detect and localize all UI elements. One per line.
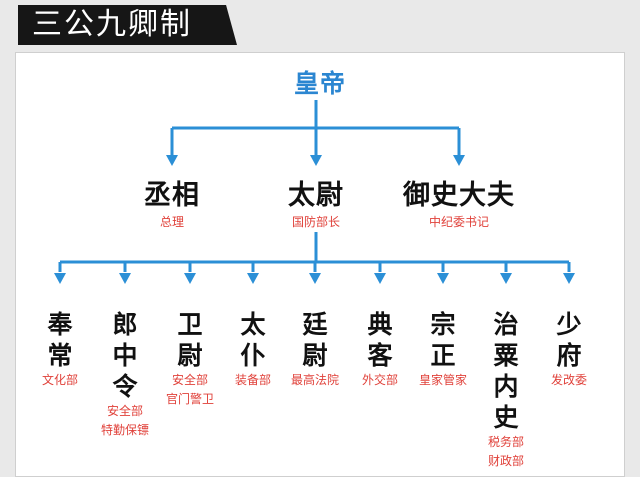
jiuqing-node: 少府发改委 [535,309,603,390]
jiuqing-modern-label: 财政部 [487,454,524,468]
jiuqing-node: 宗正皇家管家 [409,309,477,390]
jiuqing-arrow-icon [119,273,131,284]
jiuqing-title-char: 常 [47,341,73,370]
sangong-modern-label: 总理 [159,215,184,229]
jiuqing-title-char: 粟 [493,341,519,370]
sangong-modern-label: 中纪委书记 [428,215,489,229]
jiuqing-arrow-icon [500,273,512,284]
jiuqing-title-char: 尉 [302,341,328,370]
jiuqing-title-char: 典 [367,310,393,339]
jiuqing-title: 治粟内史 [472,309,540,433]
jiuqing-node: 卫尉安全部官门警卫 [156,309,224,409]
jiuqing-title-char: 令 [112,372,138,401]
jiuqing-title-char: 廷 [302,310,328,339]
jiuqing-title-char: 治 [493,310,519,339]
jiuqing-modern-label: 安全部 [106,404,143,418]
jiuqing-title-char: 奉 [47,310,73,339]
jiuqing-arrow-icon [437,273,449,284]
jiuqing-modern-label: 外交部 [361,373,398,387]
jiuqing-modern-label: 税务部 [487,435,524,449]
jiuqing-title-char: 尉 [177,341,203,370]
jiuqing-title: 卫尉 [156,309,224,371]
jiuqing-title-char: 中 [112,341,138,370]
sangong-arrow-icon [453,155,465,166]
diagram-card [15,52,625,477]
jiuqing-arrow-icon [374,273,386,284]
jiuqing-modern-label: 最高法院 [290,373,339,387]
jiuqing-title-char: 仆 [240,341,266,370]
sangong-node: 御史大夫中纪委书记 [379,173,539,230]
sangong-title: 御史大夫 [403,180,515,211]
sangong-modern-label: 国防部长 [291,215,340,229]
jiuqing-title: 太仆 [219,309,287,371]
jiuqing-title-char: 客 [367,341,393,370]
jiuqing-title: 郎中令 [91,309,159,402]
jiuqing-title: 典客 [346,309,414,371]
jiuqing-modern-label: 发改委 [550,373,587,387]
jiuqing-title-char: 太 [240,310,266,339]
jiuqing-node: 治粟内史税务部财政部 [472,309,540,471]
jiuqing-modern-label: 官门警卫 [165,392,214,406]
sangong-node: 太尉国防部长 [236,173,396,230]
sangong-arrow-icon [310,155,322,166]
sangong-title: 太尉 [288,180,344,211]
jiuqing-node: 郎中令安全部特勤保镖 [91,309,159,440]
sangong-node: 丞相总理 [92,173,252,230]
jiuqing-title-char: 正 [430,341,456,370]
jiuqing-node: 典客外交部 [346,309,414,390]
sangong-title: 丞相 [144,180,200,211]
jiuqing-arrow-icon [563,273,575,284]
chart-title: 三公九卿制 [32,7,192,42]
jiuqing-modern-label: 安全部 [171,373,208,387]
jiuqing-title-char: 郎 [112,310,138,339]
jiuqing-modern-label: 文化部 [41,373,78,387]
title-banner: 三公九卿制 [18,5,237,45]
jiuqing-modern-label: 特勤保镖 [100,423,149,437]
jiuqing-title-char: 史 [493,403,519,432]
jiuqing-arrow-icon [54,273,66,284]
jiuqing-title: 奉常 [26,309,94,371]
sangong-arrow-icon [166,155,178,166]
jiuqing-title-char: 府 [556,341,582,370]
emperor-node: 皇帝 [293,69,346,98]
jiuqing-title-char: 内 [493,372,519,401]
jiuqing-arrow-icon [247,273,259,284]
jiuqing-title-char: 宗 [430,310,456,339]
jiuqing-arrow-icon [184,273,196,284]
jiuqing-title-char: 少 [556,310,582,339]
jiuqing-node: 奉常文化部 [26,309,94,390]
jiuqing-title: 宗正 [409,309,477,371]
jiuqing-modern-label: 装备部 [234,373,271,387]
jiuqing-modern-label: 皇家管家 [418,373,467,387]
jiuqing-node: 太仆装备部 [219,309,287,390]
jiuqing-node: 廷尉最高法院 [281,309,349,390]
jiuqing-title: 廷尉 [281,309,349,371]
jiuqing-arrow-icon [309,273,321,284]
jiuqing-title-char: 卫 [177,310,203,339]
jiuqing-title: 少府 [535,309,603,371]
